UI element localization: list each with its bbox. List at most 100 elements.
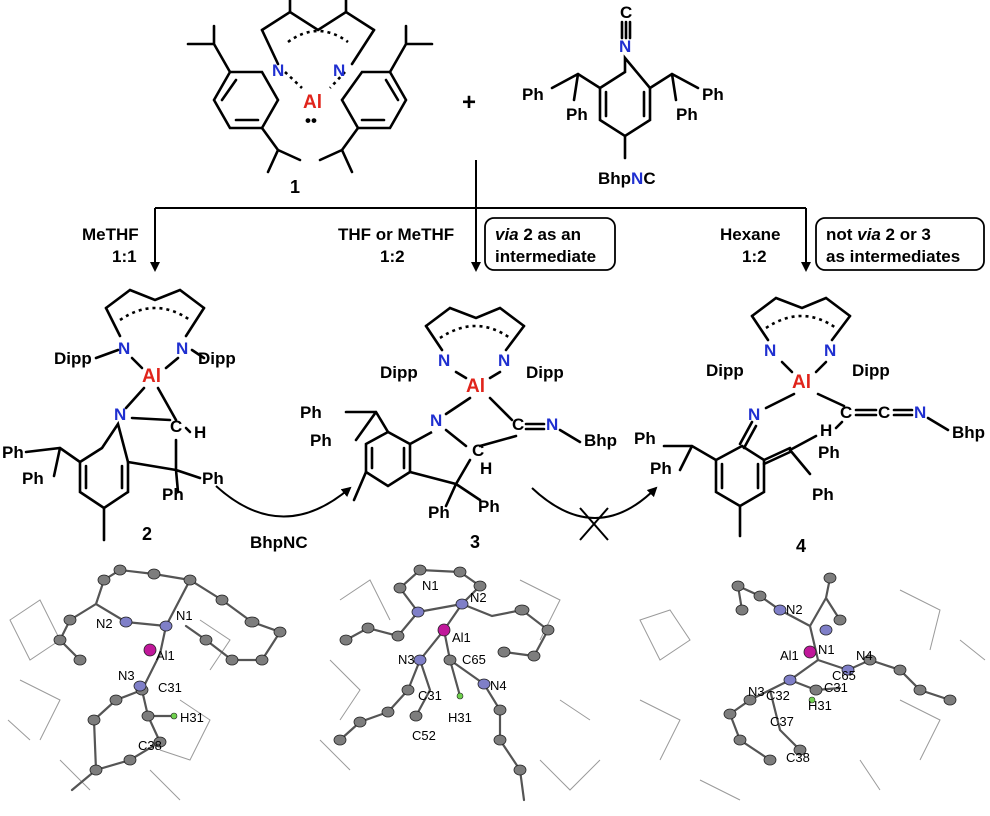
c1-n-left: N xyxy=(272,61,284,80)
p3-al: Al xyxy=(466,376,485,397)
reaction-arrows xyxy=(150,160,811,272)
crystal-structure-3: N1 N2 Al1 N3 C65 C31 N4 H31 C52 xyxy=(319,564,601,802)
c1-lone-pair: •• xyxy=(305,111,317,130)
c3-lbl-c31: C31 xyxy=(418,688,442,703)
c2-lbl-c31: C31 xyxy=(158,680,182,695)
iso-ph-2: Ph xyxy=(566,105,588,124)
p2-n-left: N xyxy=(118,339,130,358)
crystal-structure-4: N2 Al1 N1 N4 N3 C65 C32 C31 H31 C37 C38 xyxy=(639,572,986,801)
c3-lbl-n3: N3 xyxy=(398,652,415,667)
p4-c31: C xyxy=(840,403,852,422)
c4-lbl-n1: N1 xyxy=(818,642,835,657)
c3-lbl-n1: N1 xyxy=(422,578,439,593)
isocyanide-reagent: C N Ph Ph Ph Ph BhpNC xyxy=(522,3,724,188)
c3-lbl-h31: H31 xyxy=(448,710,472,725)
c1-al: Al xyxy=(303,92,322,113)
cond-left-solvent: MeTHF xyxy=(82,225,139,244)
c4-lbl-n4: N4 xyxy=(856,648,873,663)
c3-lbl-al1: Al1 xyxy=(452,630,471,645)
p4-h: H xyxy=(820,421,832,440)
p2-al: Al xyxy=(142,366,161,387)
p4-n3: N xyxy=(748,405,760,424)
p3-bhp: Bhp xyxy=(584,431,617,450)
c3-lbl-n2: N2 xyxy=(470,590,487,605)
c4-lbl-c32: C32 xyxy=(766,688,790,703)
arrow-2-to-3 xyxy=(215,485,352,518)
p4-ph-1: Ph xyxy=(634,429,656,448)
p3-n4: N xyxy=(546,415,558,434)
p3-n-left: N xyxy=(438,351,450,370)
p4-n-left: N xyxy=(764,341,776,360)
p2-dipp-left: Dipp xyxy=(54,349,92,368)
c2-lbl-n1: N1 xyxy=(176,608,193,623)
cond-right-ratio: 1:2 xyxy=(742,247,767,266)
c1-number: 1 xyxy=(290,177,300,197)
p3-ph-4: Ph xyxy=(478,497,500,516)
product-4: N N Dipp Dipp Al N C C N Bhp H Ph Ph Ph … xyxy=(634,296,985,556)
iso-ph-1: Ph xyxy=(522,85,544,104)
c4-lbl-n2: N2 xyxy=(786,602,803,617)
arrow-3-to-4-blocked xyxy=(531,486,658,519)
arrow-label-bhpnc: BhpNC xyxy=(250,533,308,552)
iso-n: N xyxy=(619,37,631,56)
p3-h: H xyxy=(480,459,492,478)
p2-n-right: N xyxy=(176,339,188,358)
p2-c: C xyxy=(170,417,182,436)
p4-ph-2: Ph xyxy=(650,459,672,478)
p2-n3: N xyxy=(114,405,126,424)
p3-ph-3: Ph xyxy=(428,503,450,522)
p3-ph-1: Ph xyxy=(300,403,322,422)
note-mid-line1: via 2 as an xyxy=(495,225,581,244)
p3-c65: C xyxy=(512,415,524,434)
iso-c: C xyxy=(620,3,632,22)
cond-mid-ratio: 1:2 xyxy=(380,247,405,266)
c4-lbl-c37: C37 xyxy=(770,714,794,729)
crystal-structure-2: N2 N1 Al1 N3 C31 H31 C38 xyxy=(7,564,287,801)
cond-left-ratio: 1:1 xyxy=(112,247,137,266)
p4-bhp: Bhp xyxy=(952,423,985,442)
p2-h: H xyxy=(194,423,206,442)
iso-bhpnc: BhpNC xyxy=(598,169,656,188)
c4-lbl-c31: C31 xyxy=(824,680,848,695)
note-right-line2: as intermediates xyxy=(826,247,960,266)
p2-ph-1: Ph xyxy=(2,443,24,462)
p3-c31: C xyxy=(472,441,484,460)
c3-lbl-c65: C65 xyxy=(462,652,486,667)
p2-number: 2 xyxy=(142,524,152,544)
p3-dipp-right: Dipp xyxy=(526,363,564,382)
p2-ph-3: Ph xyxy=(202,469,224,488)
p4-c65: C xyxy=(878,403,890,422)
note-box-middle xyxy=(484,217,616,271)
c4-lbl-h31: H31 xyxy=(808,698,832,713)
c2-lbl-n3: N3 xyxy=(118,668,135,683)
c4-lbl-n3: N3 xyxy=(748,684,765,699)
p3-ph-2: Ph xyxy=(310,431,332,450)
p2-ph-4: Ph xyxy=(162,485,184,504)
p2-ph-2: Ph xyxy=(22,469,44,488)
p4-n-right: N xyxy=(824,341,836,360)
note-mid-line2: intermediate xyxy=(495,247,596,266)
cond-mid-solvent: THF or MeTHF xyxy=(338,225,454,244)
p3-n-right: N xyxy=(498,351,510,370)
plus-sign: + xyxy=(462,89,476,116)
p4-al: Al xyxy=(792,372,811,393)
p4-dipp-left: Dipp xyxy=(706,361,744,380)
cond-right-solvent: Hexane xyxy=(720,225,780,244)
note-right-line1: not via 2 or 3 xyxy=(826,225,931,244)
c4-lbl-al1: Al1 xyxy=(780,648,799,663)
blocked-cross xyxy=(579,507,609,541)
p4-dipp-right: Dipp xyxy=(852,361,890,380)
c4-lbl-c38: C38 xyxy=(786,750,810,765)
c2-lbl-n2: N2 xyxy=(96,616,113,631)
p2-dipp-right: Dipp xyxy=(198,349,236,368)
c2-lbl-h31: H31 xyxy=(180,710,204,725)
c1-n-right: N xyxy=(333,61,345,80)
p4-number: 4 xyxy=(796,536,806,556)
iso-ph-4: Ph xyxy=(676,105,698,124)
c3-lbl-c52: C52 xyxy=(412,728,436,743)
p3-number: 3 xyxy=(470,532,480,552)
c2-lbl-c38: C38 xyxy=(138,738,162,753)
c2-lbl-al1: Al1 xyxy=(156,648,175,663)
